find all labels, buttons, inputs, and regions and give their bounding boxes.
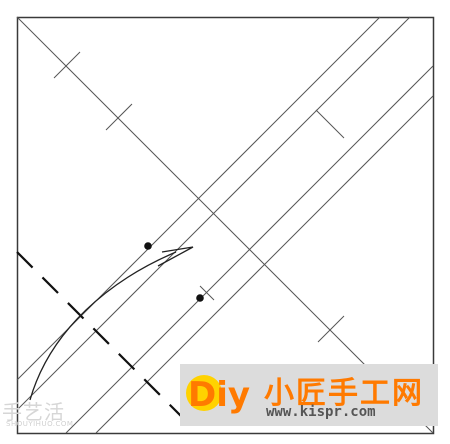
brand-watermark-bg <box>180 364 438 426</box>
crease-line-2 <box>16 16 411 411</box>
crease-line-4 <box>95 95 434 434</box>
paper-square <box>16 16 435 435</box>
tick-mark <box>105 103 133 131</box>
reference-dot <box>144 242 152 250</box>
brand-title: 小匠手工网 <box>264 376 424 411</box>
diy-logo-text: Diy <box>188 375 250 415</box>
arrow-head <box>157 246 194 267</box>
crease-line-3 <box>65 65 434 434</box>
watermark-left: 手艺活 <box>2 400 65 424</box>
brand-url: www.kispr.com <box>266 404 376 420</box>
diy-logo: Diy <box>186 375 250 415</box>
fold-arrow <box>29 251 177 401</box>
tick-mark <box>315 109 345 139</box>
tick-mark <box>53 51 81 79</box>
tick-mark <box>199 285 215 301</box>
tick-mark <box>317 315 345 343</box>
reference-dot <box>196 294 204 302</box>
diagonal-crease <box>16 16 434 434</box>
valley-fold-line <box>16 251 196 431</box>
watermark-left-sub: SHOUYIHUO.COM <box>6 420 74 428</box>
